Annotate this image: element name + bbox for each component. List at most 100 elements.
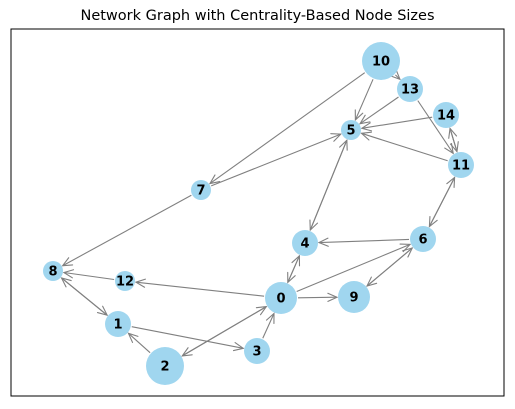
edge-line xyxy=(209,72,366,185)
node-label: 10 xyxy=(372,55,390,70)
node-13: 13 xyxy=(397,76,423,102)
edge-arrowhead xyxy=(291,254,301,267)
node-2: 2 xyxy=(146,347,184,385)
edge-arrowhead xyxy=(208,174,221,185)
edge-arrowhead xyxy=(127,332,139,344)
node-circle xyxy=(341,120,361,140)
edge-arrowhead xyxy=(399,243,412,253)
node-8: 8 xyxy=(43,261,63,281)
plot-frame xyxy=(10,28,505,397)
node-circle xyxy=(397,76,423,102)
edge-arrowhead xyxy=(317,237,329,247)
node-6: 6 xyxy=(410,226,436,252)
node-label: 0 xyxy=(276,292,285,307)
node-3: 3 xyxy=(244,338,270,364)
node-circle xyxy=(265,282,297,314)
node-5: 5 xyxy=(341,120,361,140)
node-circle xyxy=(191,180,211,200)
node-7: 7 xyxy=(191,180,211,200)
node-14: 14 xyxy=(433,102,459,128)
edge-13-to-5 xyxy=(358,96,399,125)
node-circle xyxy=(448,152,474,178)
node-label: 5 xyxy=(346,124,355,139)
edge-1-to-3 xyxy=(131,326,245,352)
edge-line xyxy=(63,271,115,281)
edge-line xyxy=(62,194,192,267)
node-label: 12 xyxy=(116,275,134,290)
edge-line xyxy=(359,96,399,125)
node-circle xyxy=(292,230,318,256)
edge-arrowhead xyxy=(360,131,372,141)
figure-title: Network Graph with Centrality-Based Node… xyxy=(80,8,435,24)
edge-9-to-6 xyxy=(366,247,414,287)
edge-arrowhead xyxy=(232,342,245,352)
node-circle xyxy=(43,261,63,281)
edge-arrowhead xyxy=(339,138,348,151)
edge-12-to-8 xyxy=(62,269,115,281)
edge-line xyxy=(131,326,244,349)
node-circle xyxy=(410,226,436,252)
edge-line xyxy=(417,100,454,154)
edges-layer xyxy=(60,69,459,357)
edge-arrowhead xyxy=(134,278,147,288)
edge-0-to-6 xyxy=(296,243,412,292)
edge-line xyxy=(309,139,348,231)
edge-line xyxy=(181,306,267,357)
edge-arrowhead xyxy=(449,141,459,153)
node-circle xyxy=(362,42,400,80)
edge-line xyxy=(262,313,275,339)
edge-7-to-8 xyxy=(61,194,192,267)
node-label: 7 xyxy=(196,184,205,199)
edge-arrowhead xyxy=(446,176,456,188)
edge-line xyxy=(61,277,108,316)
edge-0-to-4 xyxy=(287,254,301,283)
edge-arrowhead xyxy=(62,269,75,279)
edge-4-to-5 xyxy=(309,138,348,231)
node-label: 6 xyxy=(418,233,427,248)
edge-line xyxy=(211,133,341,187)
edge-line xyxy=(296,243,411,292)
edge-1-to-8 xyxy=(60,277,108,316)
node-label: 11 xyxy=(452,159,470,174)
edge-arrowhead xyxy=(327,292,339,302)
edge-2-to-1 xyxy=(127,332,151,354)
edge-arrowhead xyxy=(265,312,275,325)
edge-line xyxy=(354,79,374,121)
edge-line xyxy=(287,255,300,283)
node-circle xyxy=(105,311,131,337)
edge-11-to-5 xyxy=(360,131,448,162)
node-0: 0 xyxy=(265,282,297,314)
edge-14-to-5 xyxy=(360,116,433,132)
node-label: 1 xyxy=(113,318,122,333)
node-label: 2 xyxy=(160,360,169,375)
node-label: 9 xyxy=(349,291,358,306)
node-circle xyxy=(146,347,184,385)
node-circle xyxy=(433,102,459,128)
edge-arrowhead xyxy=(354,109,364,122)
edge-arrowhead xyxy=(358,114,371,125)
edge-10-to-7 xyxy=(208,72,366,185)
node-label: 8 xyxy=(48,265,57,280)
edge-0-to-2 xyxy=(181,306,267,357)
node-label: 3 xyxy=(252,345,261,360)
edge-arrowhead xyxy=(60,277,72,288)
node-9: 9 xyxy=(338,281,370,313)
edge-line xyxy=(318,238,410,244)
edge-line xyxy=(361,132,448,162)
edge-arrowhead xyxy=(444,142,454,155)
edge-0-to-9 xyxy=(297,292,339,302)
edge-arrowhead xyxy=(360,122,373,132)
edge-10-to-13 xyxy=(389,69,401,81)
edge-6-to-4 xyxy=(317,237,410,247)
node-11: 11 xyxy=(448,152,474,178)
node-12: 12 xyxy=(115,271,135,291)
edge-line xyxy=(128,332,151,354)
node-circle xyxy=(244,338,270,364)
edge-line xyxy=(366,247,413,287)
node-label: 14 xyxy=(437,109,455,124)
edge-arrowhead xyxy=(181,347,193,357)
node-label: 13 xyxy=(401,83,419,98)
edge-line xyxy=(135,281,265,297)
